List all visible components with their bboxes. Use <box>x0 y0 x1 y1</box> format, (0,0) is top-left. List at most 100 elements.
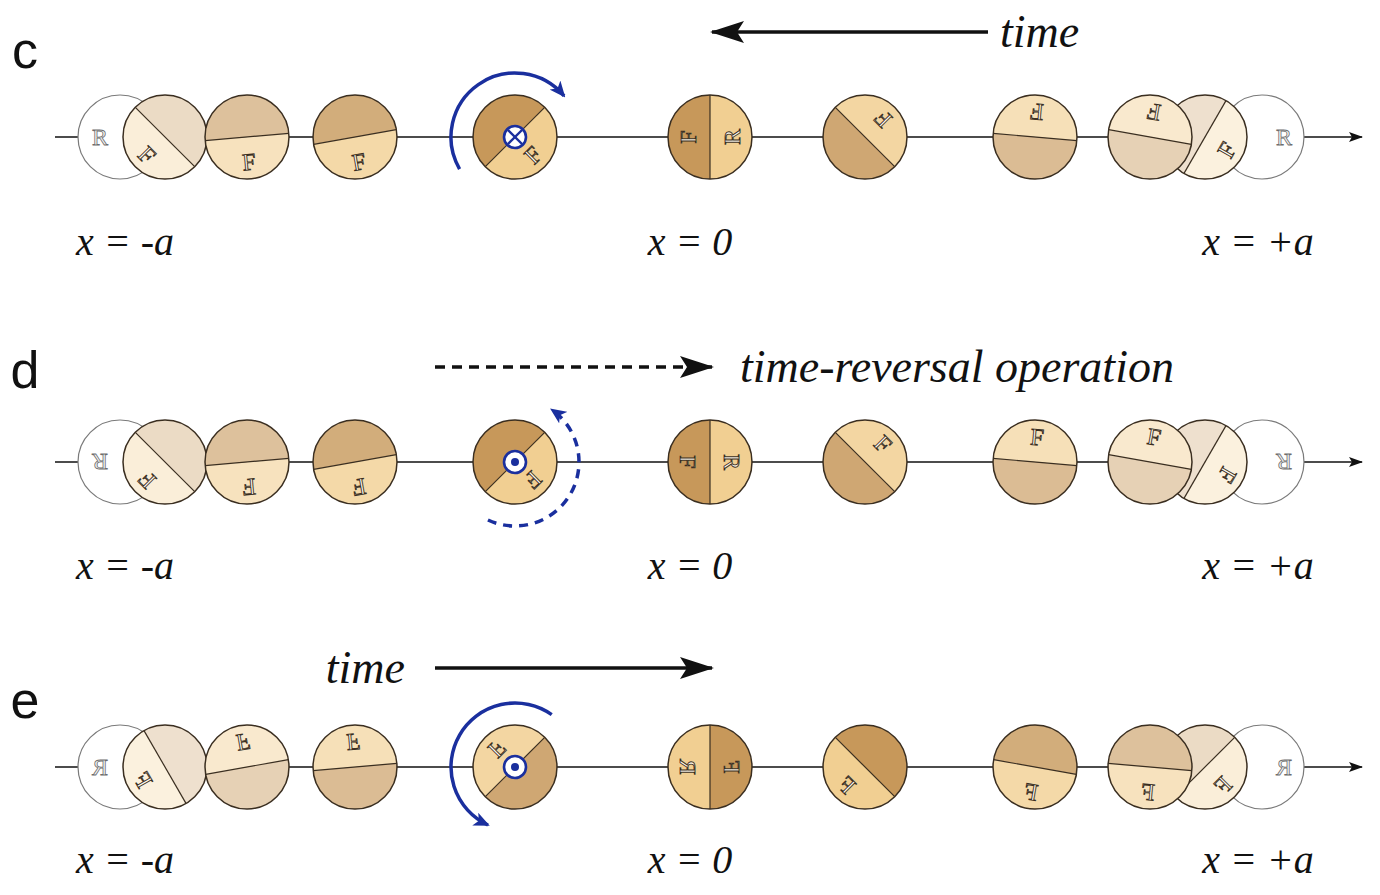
rolling-disk <box>201 416 292 507</box>
light-half <box>198 718 288 774</box>
light-half <box>485 432 574 521</box>
rolling-disk <box>806 708 925 827</box>
disk-outline <box>823 95 907 179</box>
disk-outline <box>205 95 289 179</box>
light-half <box>106 432 195 521</box>
light-half <box>106 107 195 196</box>
light-half <box>1104 763 1191 812</box>
rolling-disk <box>989 91 1080 182</box>
arrow-label: time-reversal operation <box>740 344 1174 390</box>
disk-divider <box>205 458 289 465</box>
light-half <box>1184 426 1262 520</box>
rolling-disk <box>309 721 400 812</box>
rolling-disk <box>456 78 575 197</box>
ghost-glyph: R <box>1276 450 1292 474</box>
arrow-label: time <box>326 645 405 691</box>
dark-half <box>989 133 1076 182</box>
light-half <box>710 420 752 504</box>
rotation-arrow <box>488 410 579 526</box>
disk-outline <box>473 95 557 179</box>
axis-label: x = +a <box>1202 840 1314 880</box>
axis-label: x = 0 <box>648 546 733 586</box>
disk-outline <box>1108 725 1192 809</box>
disk-divider <box>205 133 289 140</box>
disk-row <box>55 73 1362 196</box>
time-arrow <box>435 365 712 369</box>
disk-glyph: F <box>720 760 744 773</box>
disk-outline <box>668 95 752 179</box>
light-half <box>993 416 1080 465</box>
disk-glyph: F <box>1029 100 1044 125</box>
disk-outline <box>1108 95 1192 179</box>
into-page-symbol <box>504 126 526 148</box>
light-half <box>205 133 292 182</box>
disk-divider <box>993 133 1077 140</box>
disk-glyph: F <box>345 730 360 755</box>
rolling-disk <box>806 403 925 522</box>
disk-divider <box>993 458 1077 465</box>
disk-divider <box>314 130 397 145</box>
dark-half <box>710 725 752 809</box>
disk-outline <box>313 420 397 504</box>
disk-outline <box>993 420 1077 504</box>
disk-divider <box>313 763 397 770</box>
rolling-disk <box>1101 413 1198 510</box>
axis-label: x = 0 <box>648 840 733 880</box>
disk-outline <box>123 420 207 504</box>
light-half <box>835 78 924 167</box>
ghost-glyph: R <box>1276 125 1292 149</box>
rolling-disk <box>1104 721 1195 812</box>
out-of-page-symbol <box>504 451 526 473</box>
disk-outline <box>313 95 397 179</box>
disk-divider <box>709 95 710 179</box>
disk-divider <box>1109 130 1192 145</box>
rotation-arrow <box>451 73 564 169</box>
dark-half <box>668 95 710 179</box>
rolling-disk <box>456 403 575 522</box>
light-half <box>835 403 924 492</box>
disk-outline <box>1108 420 1192 504</box>
panel-letter: d <box>11 344 40 396</box>
disk-outline <box>123 725 207 809</box>
disk-glyph: F <box>1029 425 1044 450</box>
rolling-disk <box>456 708 575 827</box>
rolling-disk <box>806 78 925 197</box>
disk-divider <box>709 420 710 504</box>
disk-outline <box>993 95 1077 179</box>
disk-divider <box>144 731 186 804</box>
disk-outline <box>473 725 557 809</box>
ghost-glyph: R <box>92 755 108 779</box>
rolling-disk <box>986 718 1083 815</box>
ghost-glyph: R <box>92 450 108 474</box>
dark-half <box>1108 721 1195 770</box>
dark-half <box>668 420 710 504</box>
ghost-glyph: R <box>92 125 108 149</box>
rolling-disk <box>668 420 752 504</box>
light-half <box>309 721 396 770</box>
rolling-disk <box>668 725 752 809</box>
rolling-disk <box>201 91 292 182</box>
disk-divider <box>1108 763 1192 770</box>
dark-half <box>201 416 288 465</box>
disk-divider <box>994 760 1077 775</box>
axis-label: x = -a <box>76 546 174 586</box>
rolling-disk <box>989 416 1080 507</box>
disk-glyph: R <box>720 129 744 145</box>
light-half <box>108 731 186 825</box>
disk-outline <box>205 420 289 504</box>
disk-glyph: F <box>1140 779 1155 804</box>
disk-row <box>55 703 1362 826</box>
disk-row <box>55 403 1362 526</box>
disk-glyph: R <box>676 759 700 775</box>
disk-glyph: F <box>676 455 700 468</box>
rolling-disk <box>1101 88 1198 185</box>
rolling-disk <box>668 95 752 179</box>
rotation-arrow <box>451 703 552 825</box>
disk-outline <box>993 725 1077 809</box>
disk-outline <box>823 725 907 809</box>
time-arrow <box>712 30 988 34</box>
disk-glyph: F <box>676 130 700 143</box>
rolling-disk <box>306 413 403 510</box>
axis-label: x = -a <box>76 840 174 880</box>
disk-glyph: F <box>241 474 256 499</box>
